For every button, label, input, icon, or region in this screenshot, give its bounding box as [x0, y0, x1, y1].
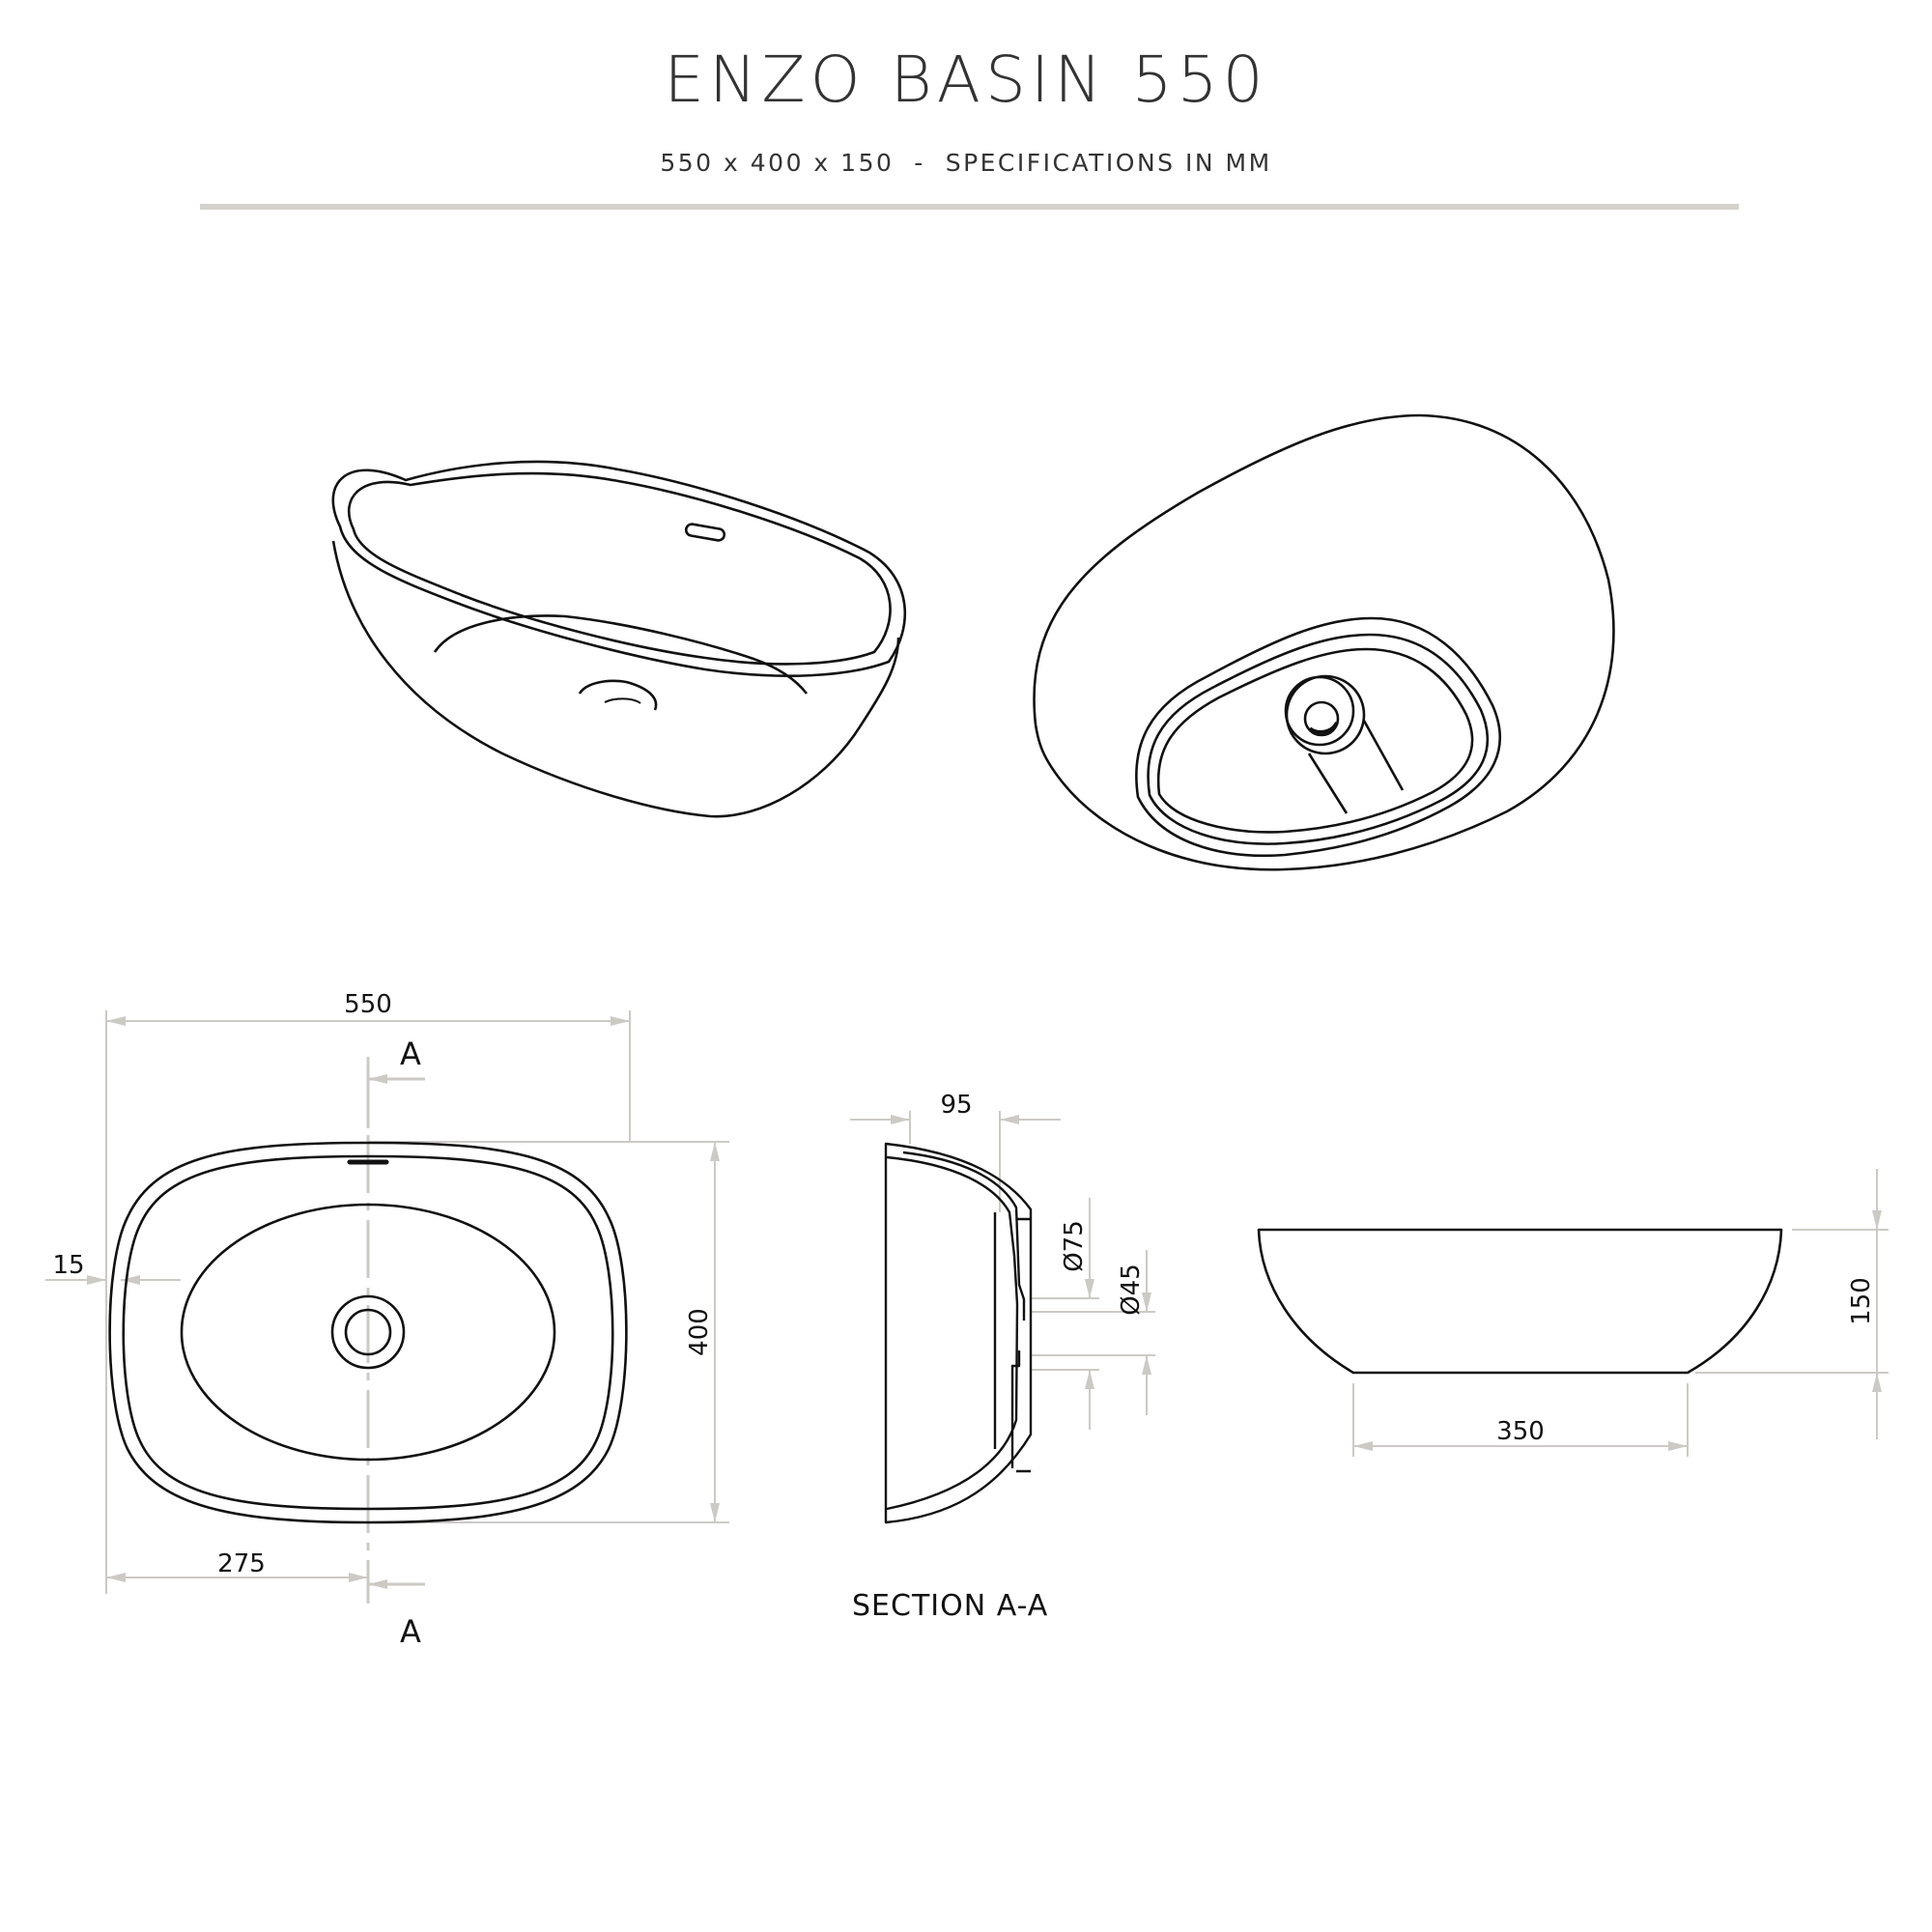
- drawing-title: ENZO BASIN 550: [664, 43, 1268, 117]
- dim-label-rim-thickness: 15: [52, 1251, 84, 1280]
- dim-label-half-width: 275: [217, 1549, 266, 1578]
- dim-label-base-width: 350: [1496, 1417, 1545, 1446]
- dim-label-outer-diameter: Ø75: [1060, 1220, 1089, 1272]
- section-title: SECTION A-A: [852, 1589, 1048, 1623]
- header-divider: [200, 204, 1739, 210]
- dim-label-drain-offset: 95: [940, 1091, 972, 1120]
- section-marker-bottom: A: [400, 1613, 421, 1650]
- drawing-subtitle: 550 x 400 x 150 - SPECIFICATIONS IN MM: [660, 149, 1272, 177]
- dim-label-overall-depth: 400: [685, 1308, 714, 1356]
- section-view: 95 Ø75 Ø45 SECTION A-A: [850, 1091, 1155, 1623]
- plan-view: 550 A A 275 15 400: [45, 990, 729, 1650]
- dim-label-overall-width: 550: [344, 990, 392, 1019]
- perspective-top-view: [331, 460, 906, 818]
- dim-label-inner-diameter: Ø45: [1117, 1264, 1146, 1316]
- dim-label-height: 150: [1847, 1277, 1876, 1325]
- perspective-underside-view: [1033, 413, 1615, 871]
- section-marker-top: A: [400, 1036, 421, 1072]
- side-elevation-view: 350 150: [1257, 1169, 1889, 1457]
